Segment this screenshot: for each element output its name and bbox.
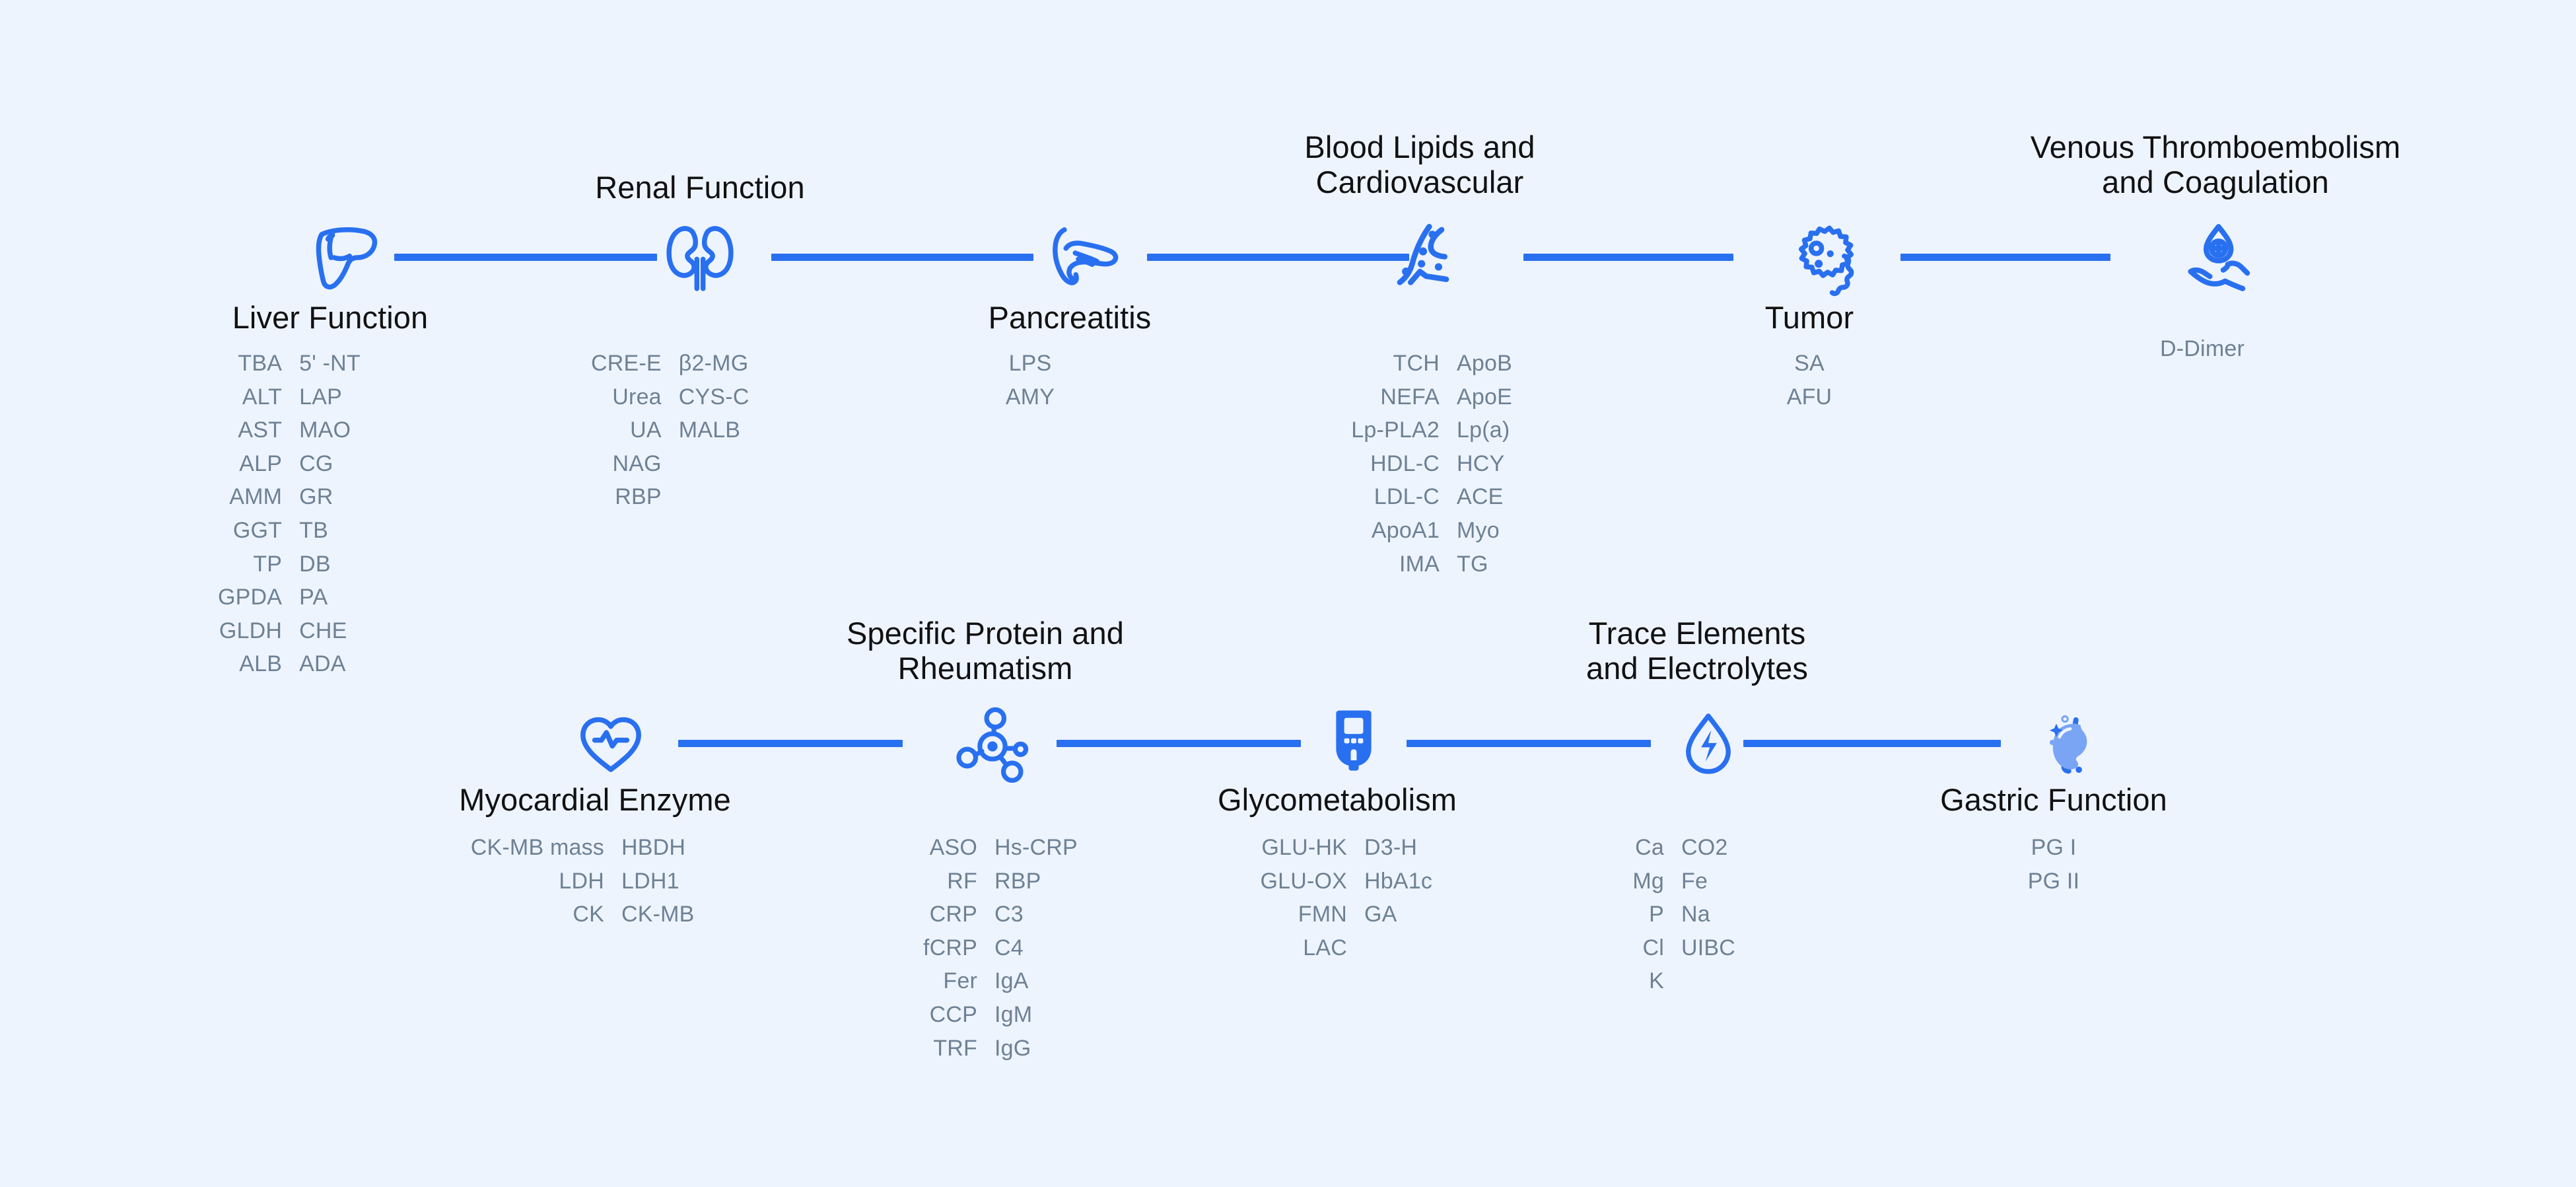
liver-icon bbox=[281, 201, 406, 314]
items-col-right: CO2 Fe Na UIBC bbox=[1681, 835, 1736, 960]
heart-pulse-icon bbox=[548, 687, 674, 799]
connector-pancreas-to-lipids bbox=[1147, 254, 1409, 261]
node-items: SA AFU bbox=[1757, 347, 1862, 414]
connector-trace-to-gastric bbox=[1743, 740, 2001, 747]
node-title: Blood Lipids and Cardiovascular bbox=[1304, 129, 1535, 199]
items-col-left: PG I PG II bbox=[2027, 835, 2080, 894]
items-col-left: SA AFU bbox=[1786, 351, 1832, 410]
molecule-icon bbox=[930, 690, 1055, 803]
items-col-left: TCH NEFA Lp-PLA2 HDL-C LDL-C ApoA1 IMA bbox=[1351, 351, 1440, 577]
node-items: ASO RF CRP fCRP Fer CCP TRF Hs-CRP RBP C… bbox=[895, 831, 1078, 1065]
water-drop-bolt-icon bbox=[1646, 688, 1771, 801]
items-col-left: ASO RF CRP fCRP Fer CCP TRF bbox=[922, 835, 977, 1061]
node-items: CK-MB mass LDH CK HBDH LDH1 CK-MB bbox=[456, 831, 695, 931]
items-col-left: CRE-E Urea UA NAG RBP bbox=[591, 351, 662, 510]
items-col-left: LPS AMY bbox=[1005, 351, 1055, 410]
items-col-left: CK-MB mass LDH CK bbox=[470, 835, 604, 927]
node-title: Specific Protein and Rheumatism bbox=[846, 616, 1125, 686]
connector-myocardial-to-protein bbox=[678, 740, 903, 747]
connector-lipids-to-tumor bbox=[1523, 254, 1733, 261]
glucose-meter-icon bbox=[1291, 684, 1416, 796]
node-items: TCH NEFA Lp-PLA2 HDL-C LDL-C ApoA1 IMA A… bbox=[1334, 347, 1512, 581]
connector-protein-to-glyco bbox=[1057, 740, 1301, 747]
node-title: Liver Function bbox=[232, 300, 429, 335]
items-col-left: TBA ALT AST ALP AMM GGT TP GPDA GLDH ALB bbox=[218, 351, 283, 677]
items-col-right: D3-H HbA1c GA bbox=[1364, 835, 1433, 927]
connector-liver-to-renal bbox=[394, 254, 657, 261]
items-col-right: Hs-CRP RBP C3 C4 IgA IgM IgG bbox=[994, 835, 1078, 1061]
node-items: PG I PG II bbox=[2001, 831, 2106, 898]
blood-vessel-icon bbox=[1360, 201, 1486, 314]
items-col-right: 5' -NT LAP MAO CG GR TB DB PA CHE ADA bbox=[299, 351, 361, 677]
node-title: Tumor bbox=[1764, 300, 1854, 335]
node-items: TBA ALT AST ALP AMM GGT TP GPDA GLDH ALB… bbox=[218, 347, 361, 681]
node-title: Myocardial Enzyme bbox=[459, 782, 731, 817]
node-title: Trace Elements and Electrolytes bbox=[1586, 616, 1808, 686]
tumor-cell-icon bbox=[1760, 201, 1885, 314]
node-title: Venous Thromboembolism and Coagulation bbox=[2030, 129, 2401, 199]
kidneys-icon bbox=[637, 201, 763, 314]
connector-glyco-to-trace bbox=[1407, 740, 1651, 747]
connector-renal-to-pancreas bbox=[771, 254, 1033, 261]
node-title: Glycometabolism bbox=[1218, 782, 1457, 817]
items-col-left: Ca Mg P Cl K bbox=[1632, 835, 1664, 994]
node-items: LPS AMY bbox=[977, 347, 1083, 414]
blood-drop-hand-icon bbox=[2153, 201, 2278, 314]
node-items: GLU-HK GLU-OX FMN LAC D3-H HbA1c GA bbox=[1248, 831, 1432, 964]
node-title: Gastric Function bbox=[1940, 782, 2167, 817]
items-col-left: D-Dimer bbox=[2160, 336, 2245, 361]
items-col-right: β2-MG CYS-C MALB bbox=[678, 351, 749, 443]
node-title: Pancreatitis bbox=[988, 300, 1152, 335]
node-items: D-Dimer bbox=[2146, 332, 2258, 366]
items-col-right: ApoB ApoE Lp(a) HCY ACE Myo TG bbox=[1457, 351, 1512, 577]
pancreas-icon bbox=[1020, 201, 1146, 314]
node-items: CRE-E Urea UA NAG RBP β2-MG CYS-C MALB bbox=[591, 347, 749, 514]
items-col-left: GLU-HK GLU-OX FMN LAC bbox=[1260, 835, 1347, 960]
connector-tumor-to-vte bbox=[1900, 254, 2110, 261]
stomach-icon bbox=[2007, 688, 2133, 801]
node-title: Renal Function bbox=[595, 170, 805, 205]
items-col-right: HBDH LDH1 CK-MB bbox=[621, 835, 695, 927]
node-items: Ca Mg P Cl K CO2 Fe Na UIBC bbox=[1605, 831, 1735, 998]
